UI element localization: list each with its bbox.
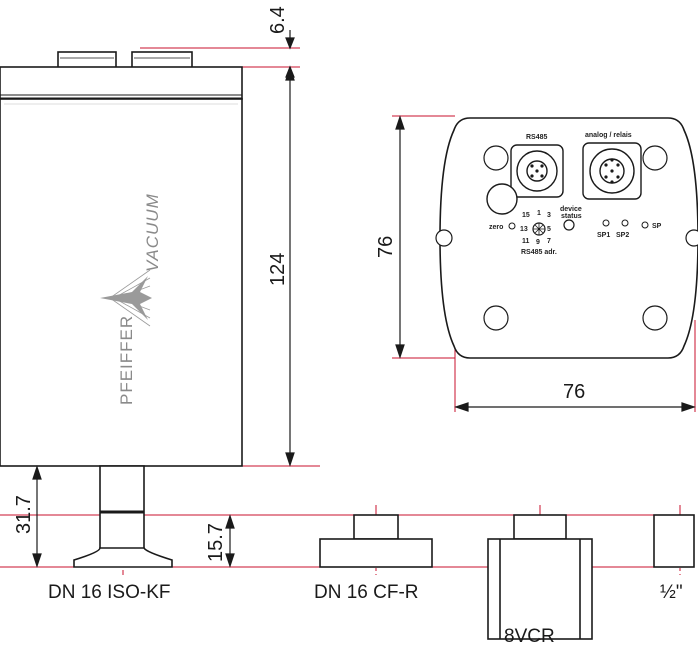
iso-kf-flange bbox=[73, 465, 173, 568]
dial-1: 1 bbox=[537, 210, 541, 217]
label-cf-r: DN 16 CF-R bbox=[314, 582, 419, 603]
dial-3: 3 bbox=[547, 212, 551, 219]
dial-13: 13 bbox=[520, 226, 528, 233]
dial-7: 7 bbox=[547, 238, 551, 245]
pfeiffer-logo: PFEIFFER VACUUM bbox=[100, 193, 162, 405]
dial-5: 5 bbox=[547, 226, 551, 233]
dimension-lines bbox=[32, 30, 696, 568]
mount-hole-tl bbox=[483, 145, 509, 171]
dim-face-width: 76 bbox=[563, 381, 585, 403]
status-led bbox=[563, 219, 575, 231]
dim-height: 124 bbox=[267, 253, 289, 286]
cf-r-fitting bbox=[319, 514, 433, 568]
mount-hole-bl bbox=[483, 305, 509, 331]
dim-face-height: 76 bbox=[375, 236, 397, 258]
gauge-body bbox=[0, 51, 243, 467]
label-half-inch: ½" bbox=[660, 582, 683, 603]
brand-line-1: PFEIFFER bbox=[117, 315, 136, 405]
mount-hole-tr bbox=[642, 145, 668, 171]
label-rs485-adr: RS485 adr. bbox=[521, 249, 557, 256]
label-status: status bbox=[561, 213, 582, 220]
dial-9: 9 bbox=[536, 239, 540, 246]
label-analog: analog / relais bbox=[585, 132, 632, 139]
front-panel: RS485 analog / relais zero device status… bbox=[435, 117, 698, 359]
label-iso-kf: DN 16 ISO-KF bbox=[48, 582, 170, 603]
zero-button bbox=[486, 183, 518, 215]
brand-line-2: VACUUM bbox=[143, 193, 162, 272]
label-rs485: RS485 bbox=[526, 134, 548, 141]
half-inch-fitting bbox=[653, 514, 695, 568]
top-connector-left bbox=[57, 51, 117, 69]
label-sp1: SP1 bbox=[597, 232, 610, 239]
top-connector-right bbox=[131, 51, 193, 69]
vcr-fitting bbox=[487, 514, 593, 640]
zero-dot bbox=[508, 222, 516, 230]
label-vcr: 8VCR bbox=[504, 626, 555, 647]
mount-hole-br bbox=[642, 305, 668, 331]
sp1-led bbox=[602, 219, 610, 227]
sp-led bbox=[641, 221, 649, 229]
logo-arrow-icon bbox=[100, 276, 152, 320]
dim-flange-height: 31.7 bbox=[13, 495, 35, 534]
dial-11: 11 bbox=[522, 238, 530, 245]
dim-fitting-height: 15.7 bbox=[205, 523, 227, 562]
sp2-led bbox=[621, 219, 629, 227]
dial-15: 15 bbox=[522, 212, 530, 219]
side-notch-left bbox=[435, 229, 453, 247]
label-sp: SP bbox=[652, 223, 662, 230]
label-device: device bbox=[560, 206, 582, 213]
label-zero: zero bbox=[489, 224, 503, 231]
side-notch-right bbox=[685, 229, 698, 247]
label-sp2: SP2 bbox=[616, 232, 629, 239]
dim-top-gap: 6.4 bbox=[267, 6, 289, 34]
